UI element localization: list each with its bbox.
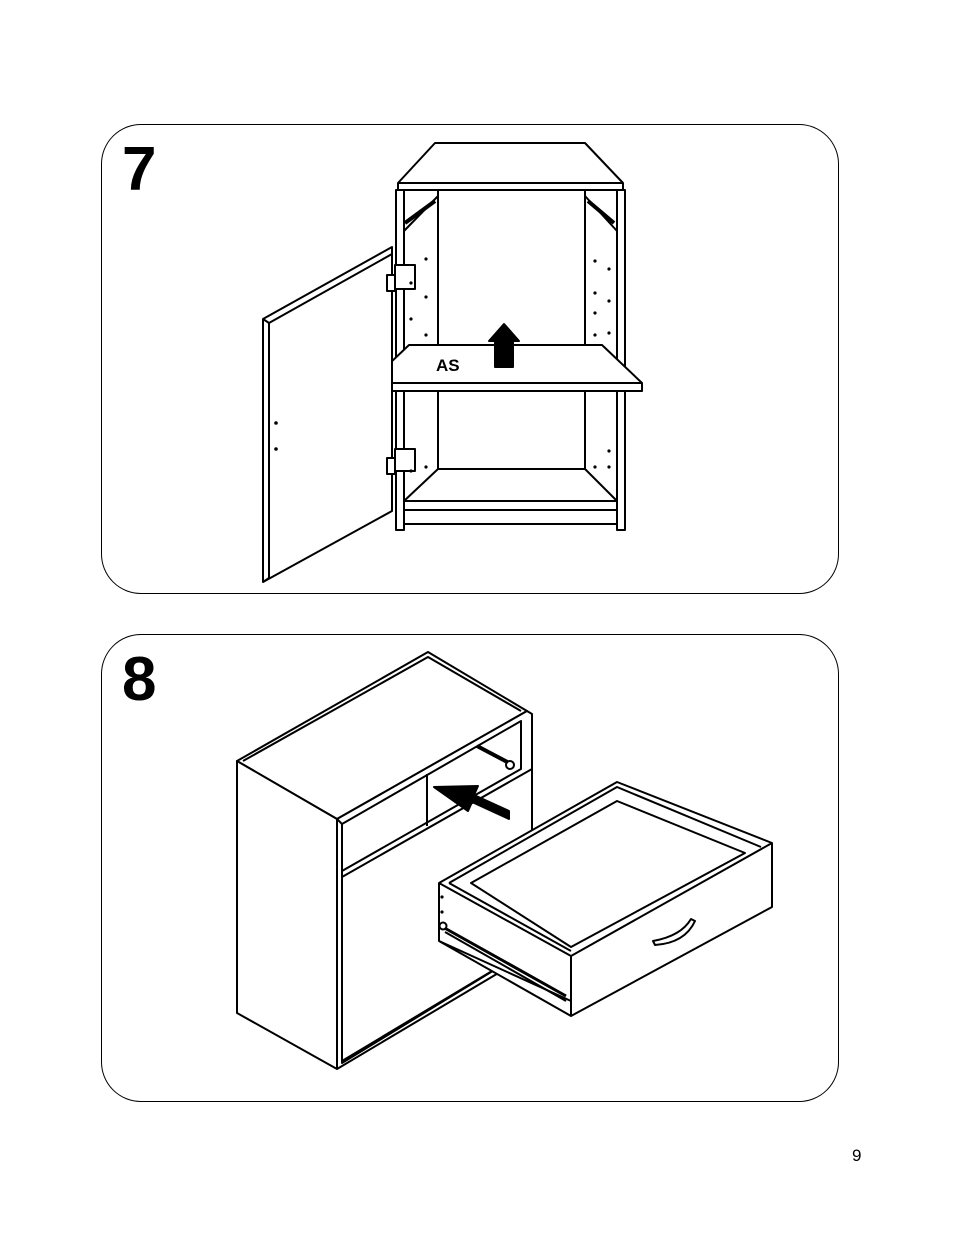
cabinet-shelf-illustration: AS — [102, 125, 840, 595]
part-label-as: AS — [436, 356, 460, 375]
step-8-panel: 8 — [101, 634, 839, 1102]
cabinet-drawer-illustration — [102, 635, 840, 1103]
step-7-panel: 7 — [101, 124, 839, 594]
page-number: 9 — [852, 1146, 861, 1166]
